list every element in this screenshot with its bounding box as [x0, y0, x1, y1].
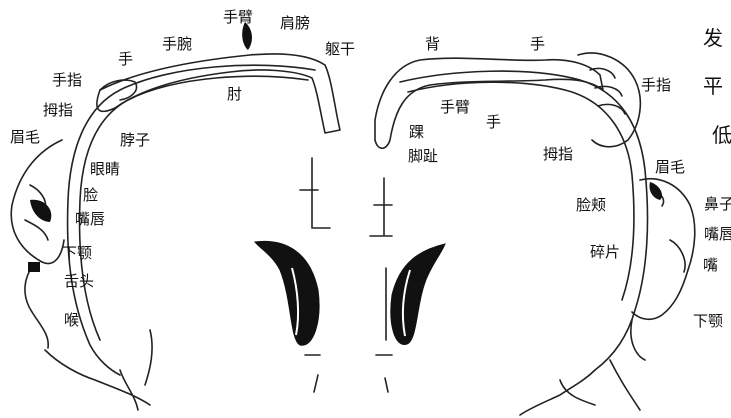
label-eyebrow-right: 眉毛: [655, 160, 685, 175]
right-cortex-outline: [400, 71, 648, 370]
label-trunk-left: 躯干: [325, 42, 355, 57]
label-finger-right: 手指: [641, 78, 671, 93]
label-back-right: 背: [425, 37, 440, 52]
label-neck-left: 脖子: [120, 133, 150, 148]
label-fragment-right: 碎片: [590, 245, 620, 260]
right-ventricle: [391, 244, 445, 344]
edge-char-ping: 平: [703, 76, 723, 96]
label-thumb-right: 拇指: [543, 147, 573, 162]
label-wrist-left: 手腕: [162, 37, 192, 52]
left-arm-accent: [242, 22, 252, 50]
label-jaw-left: 下颚: [62, 246, 92, 261]
label-hand-right-top: 手: [530, 37, 545, 52]
label-throat-left: 喉: [64, 313, 79, 328]
label-shoulder-left: 肩膀: [280, 16, 310, 31]
left-ventricle: [255, 241, 319, 345]
edge-char-di: 低: [712, 125, 731, 145]
label-ankle-right: 踝: [409, 125, 424, 140]
label-lips-right: 嘴唇: [704, 227, 731, 242]
label-elbow-left: 肘: [227, 87, 242, 102]
label-thumb-left: 拇指: [43, 103, 73, 118]
label-face-left: 脸: [83, 188, 98, 203]
label-eye-left: 眼睛: [90, 162, 120, 177]
label-arm-left: 手臂: [223, 10, 253, 25]
edge-char-fa: 发: [703, 28, 723, 48]
left-face-accent: [30, 200, 51, 222]
right-eye-accent: [649, 182, 661, 200]
label-nose-right: 鼻子: [704, 197, 731, 212]
label-tongue-left: 舌头: [64, 274, 94, 289]
label-finger-left: 手指: [52, 73, 82, 88]
label-toe-right: 脚趾: [408, 149, 438, 164]
left-cortex-inner: [80, 76, 308, 340]
label-arm-right: 手臂: [440, 100, 470, 115]
label-eyebrow-left: 眉毛: [10, 130, 40, 145]
label-jaw-right: 下颚: [693, 314, 723, 329]
label-mouth-right: 嘴: [703, 258, 718, 273]
label-lips-left: 嘴唇: [75, 212, 105, 227]
label-hand-right: 手: [486, 115, 501, 130]
label-cheek-right: 脸颊: [576, 198, 606, 213]
label-hand-left: 手: [118, 52, 133, 67]
